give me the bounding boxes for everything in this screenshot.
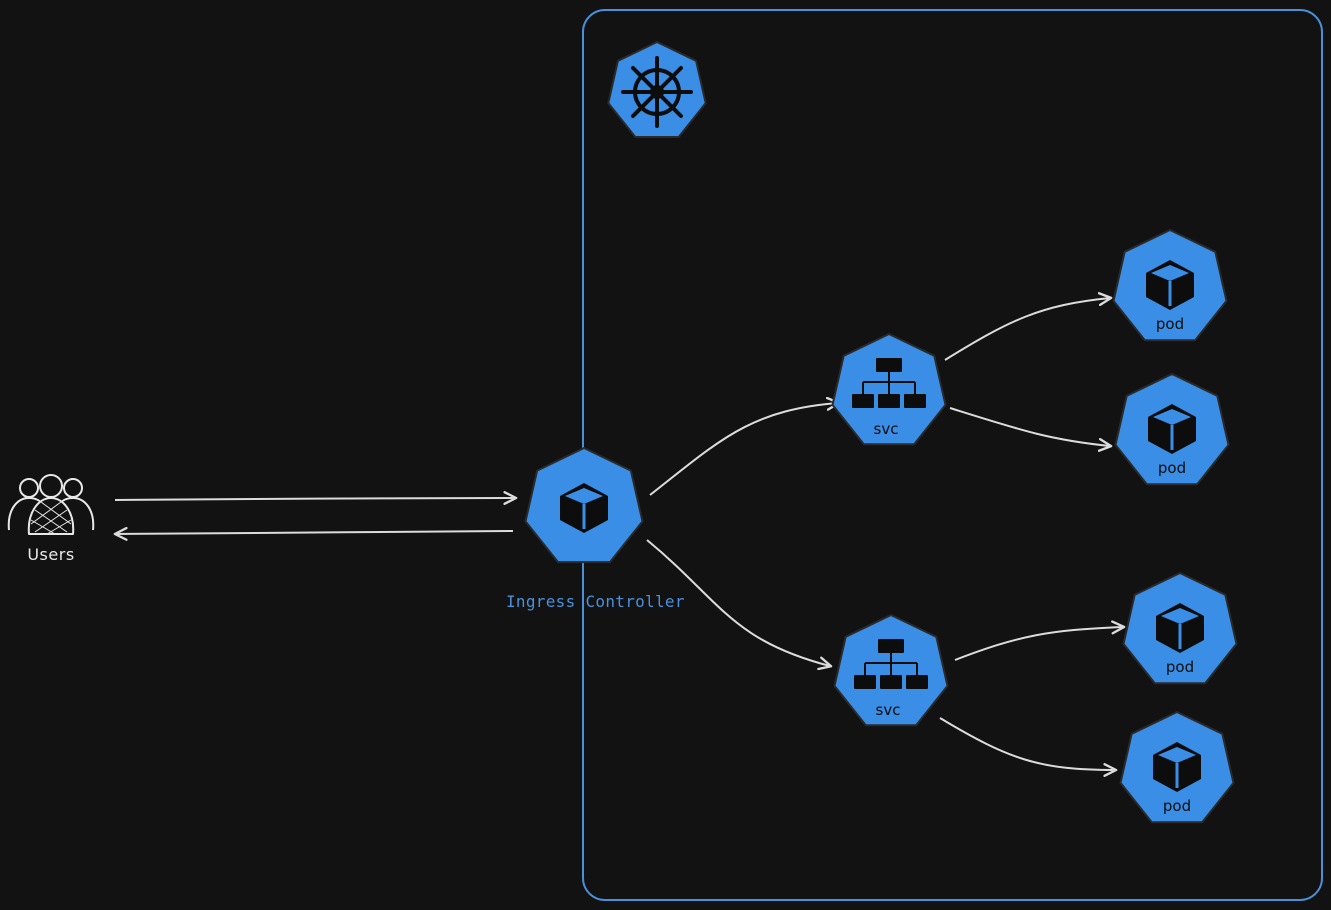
- service-network-icon: [852, 358, 926, 408]
- cube-icon: [1156, 603, 1204, 653]
- pod-node-2: pod: [1114, 373, 1230, 486]
- kubernetes-helm-icon: [607, 41, 707, 138]
- service-node-2: svc: [833, 614, 949, 727]
- pod-label-2: pod: [1158, 459, 1186, 477]
- service-node-1: svc: [831, 333, 947, 446]
- pod-label-4: pod: [1163, 797, 1191, 815]
- service-network-icon: [854, 639, 928, 689]
- arrow-svc-1-to-pod-1: [944, 292, 1113, 361]
- cube-icon: [1146, 260, 1194, 310]
- cube-icon: [560, 483, 608, 533]
- pod-label-3: pod: [1166, 658, 1194, 676]
- users-label: Users: [27, 545, 75, 564]
- pod-node-1: pod: [1112, 229, 1228, 342]
- cube-icon: [1153, 742, 1201, 792]
- arrow-svc-2-to-pod-4: [939, 717, 1118, 777]
- cube-icon: [1148, 404, 1196, 454]
- arrow-svc-2-to-pod-3: [954, 620, 1126, 661]
- pod-node-4: pod: [1119, 711, 1235, 824]
- ingress-controller-node: [524, 447, 644, 564]
- ingress-controller-label: Ingress Controller: [506, 592, 685, 611]
- pod-node-3: pod: [1122, 572, 1238, 685]
- service-label-2: svc: [876, 701, 901, 719]
- arrow-ingress-to-svc-1: [649, 396, 841, 496]
- users-group-icon: [7, 474, 95, 535]
- arrow-users-to-ingress: [114, 491, 518, 506]
- pod-label-1: pod: [1156, 315, 1184, 333]
- arrow-svc-1-to-pod-2: [949, 407, 1113, 452]
- service-label-1: svc: [874, 420, 899, 438]
- arrow-ingress-to-svc-2: [646, 539, 833, 671]
- arrow-ingress-to-users: [113, 526, 514, 541]
